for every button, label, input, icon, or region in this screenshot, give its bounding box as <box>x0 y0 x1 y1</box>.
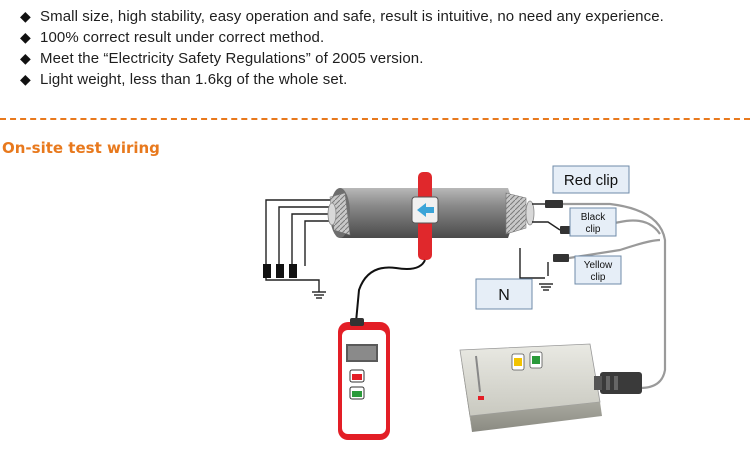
tester-box <box>459 343 602 432</box>
feature-item: ◆ 100% correct result under correct meth… <box>20 27 664 48</box>
black-clip-label: Black clip <box>569 207 617 237</box>
feature-text: Small size, high stability, easy operati… <box>40 8 664 25</box>
section-divider <box>0 118 750 120</box>
diamond-bullet-icon: ◆ <box>20 8 31 24</box>
neutral-label: N <box>475 278 533 310</box>
ground-symbol-icon <box>312 291 326 299</box>
feature-item: ◆ Small size, high stability, easy opera… <box>20 6 664 27</box>
feature-text: Meet the “Electricity Safety Regulations… <box>40 50 424 67</box>
red-clip-text: Red clip <box>564 172 618 189</box>
feature-text: Light weight, less than 1.6kg of the who… <box>40 71 348 88</box>
clip-wires <box>519 203 561 279</box>
diamond-bullet-icon: ◆ <box>20 71 31 87</box>
black-clip-text-2: clip <box>585 224 600 235</box>
yellow-clip-text-2: clip <box>590 272 605 283</box>
section-title: On-site test wiring <box>2 139 160 157</box>
black-clip-text-1: Black <box>581 212 606 223</box>
neutral-text: N <box>498 287 510 304</box>
current-clamp <box>411 172 439 260</box>
feature-list: ◆ Small size, high stability, easy opera… <box>20 6 664 90</box>
yellow-clip-text-1: Yellow <box>584 260 613 271</box>
diamond-bullet-icon: ◆ <box>20 29 31 45</box>
clamp-lead-wire <box>355 259 426 323</box>
diamond-bullet-icon: ◆ <box>20 50 31 66</box>
ground-symbol-icon <box>539 283 553 291</box>
test-leads <box>563 202 667 390</box>
feature-text: 100% correct result under correct method… <box>40 29 325 46</box>
feature-item: ◆ Meet the “Electricity Safety Regulatio… <box>20 48 664 69</box>
ground-terminal-blocks <box>263 264 297 278</box>
yellow-clip-label: Yellow clip <box>574 255 622 285</box>
handheld-tester <box>338 318 390 440</box>
red-clip-label: Red clip <box>552 165 630 194</box>
connector-plug <box>594 372 642 394</box>
feature-item: ◆ Light weight, less than 1.6kg of the w… <box>20 69 664 90</box>
left-ground-wires <box>265 199 333 292</box>
